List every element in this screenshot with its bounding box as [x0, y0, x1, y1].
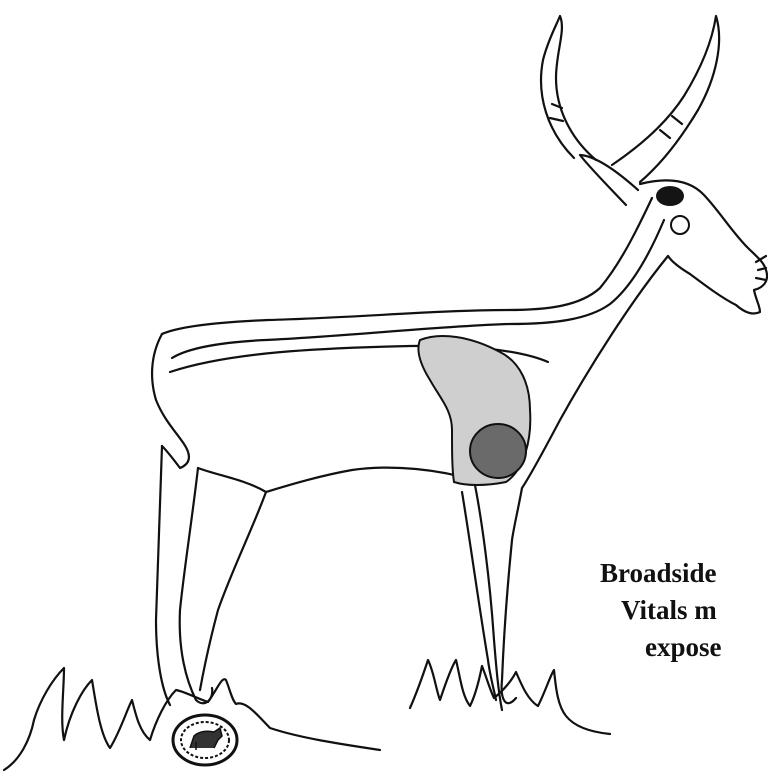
neck-front — [512, 256, 668, 540]
caption-line-2: Vitals m — [621, 597, 717, 624]
caption-line-3: expose — [645, 634, 722, 661]
rump-outline — [152, 334, 189, 468]
belly-line — [198, 468, 474, 492]
grass-right — [410, 660, 610, 734]
ear-outline — [580, 155, 638, 205]
eye — [656, 186, 684, 206]
caption-line-1: Broadside — [600, 560, 717, 587]
antelope-seal-icon — [173, 715, 237, 765]
horn-back — [541, 16, 596, 160]
heart-zone — [470, 424, 526, 478]
hind-leg-rear-inner — [180, 468, 213, 703]
back-inner — [172, 220, 664, 358]
hind-leg-near — [200, 492, 266, 690]
back-outer — [162, 198, 652, 334]
nose-detail — [756, 256, 766, 280]
eye-highlight — [671, 216, 689, 234]
hind-leg-rear — [156, 446, 170, 705]
horn-front — [612, 16, 719, 182]
front-leg-front — [502, 540, 516, 703]
horn-ridge — [550, 104, 682, 138]
